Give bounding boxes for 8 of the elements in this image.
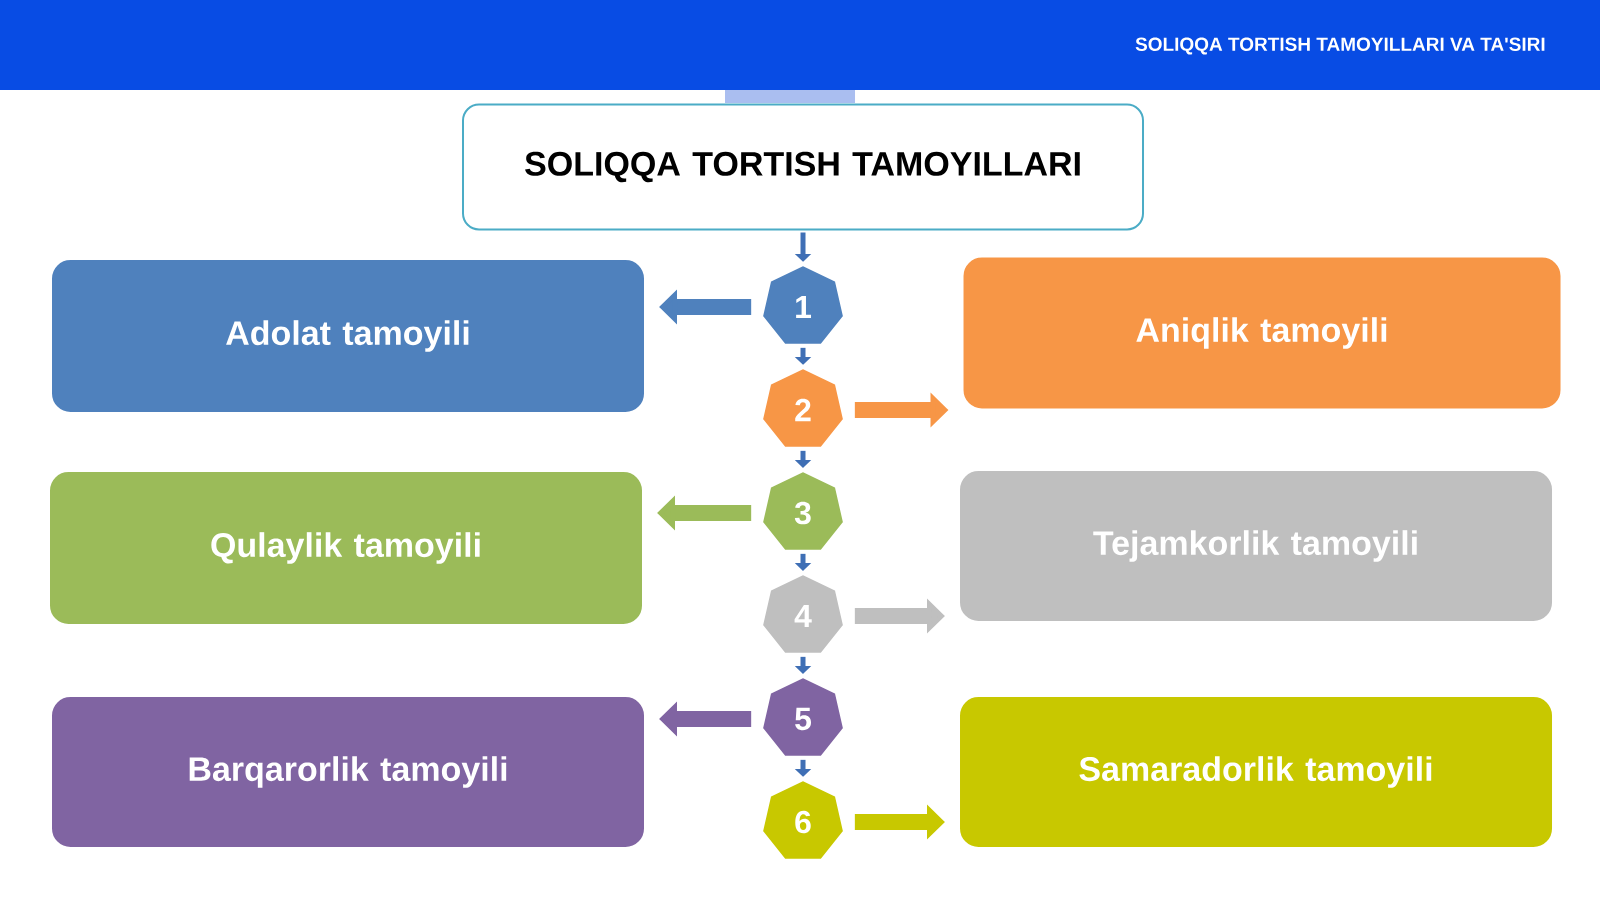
header-title: SOLIQQA TORTISH TAMOYILLARI VA TA'SIRI xyxy=(1135,37,1545,55)
principle-box: Tejamkorlik tamoyili xyxy=(957,468,1555,624)
principle-box: Qulaylik tamoyili xyxy=(47,469,645,627)
principle-box: Barqarorlik tamoyili xyxy=(49,694,647,850)
principle-box: Samaradorlik tamoyili xyxy=(957,694,1555,850)
title-box: SOLIQQA TORTISH TAMOYILLARI xyxy=(462,103,1144,231)
principle-box: Adolat tamoyili xyxy=(49,257,647,415)
principle-box: Aniqlik tamoyili xyxy=(960,254,1564,412)
